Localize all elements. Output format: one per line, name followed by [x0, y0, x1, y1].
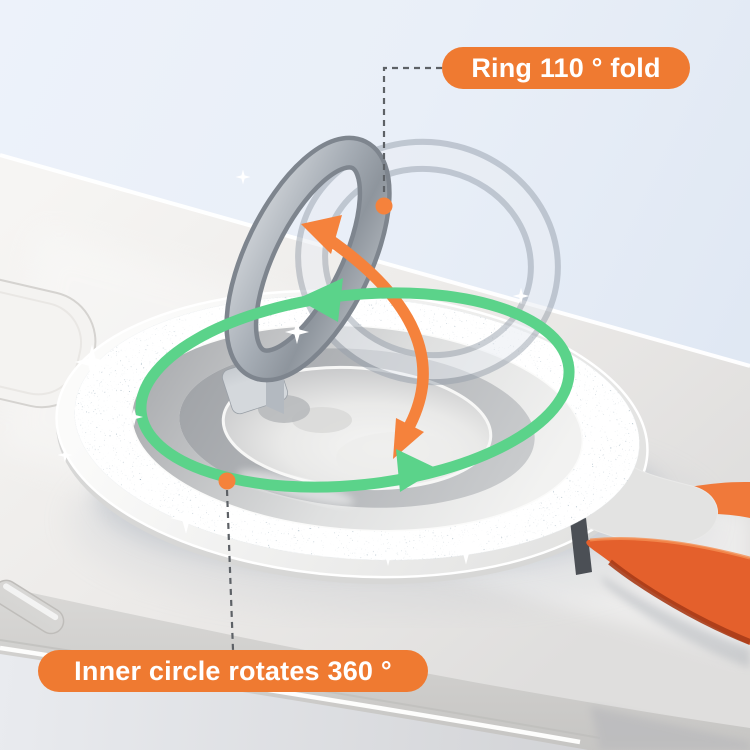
ring-stand [224, 135, 392, 383]
rotate-arrowhead-right-icon [396, 449, 438, 492]
rotate-dashed-line [225, 489, 235, 651]
fold-arrow [301, 215, 429, 459]
callout-inner-rotate-label: Inner circle rotates 360 ° [74, 655, 392, 686]
callout-ring-fold: Ring 110 ° fold [442, 47, 690, 89]
callout-ring-fold-label: Ring 110 ° fold [471, 52, 661, 83]
rotate-anchor-dot [218, 472, 236, 490]
fold-arrowhead-up-icon [301, 215, 342, 254]
rotate-arrowhead-left-icon [297, 278, 343, 322]
phone-corner-reflection [590, 706, 750, 750]
fold-arrowhead-down-icon [393, 418, 424, 459]
strap-slot [570, 518, 592, 575]
lanyard-strap [586, 537, 750, 645]
fold-dashed-line [382, 66, 442, 197]
volume-button [0, 579, 65, 635]
rotation-arrow [135, 278, 575, 493]
strap-under-shadow [600, 575, 750, 668]
callout-inner-rotate: Inner circle rotates 360 ° [38, 650, 428, 692]
fold-anchor-dot [375, 197, 393, 215]
callout-connectors [218, 66, 442, 651]
